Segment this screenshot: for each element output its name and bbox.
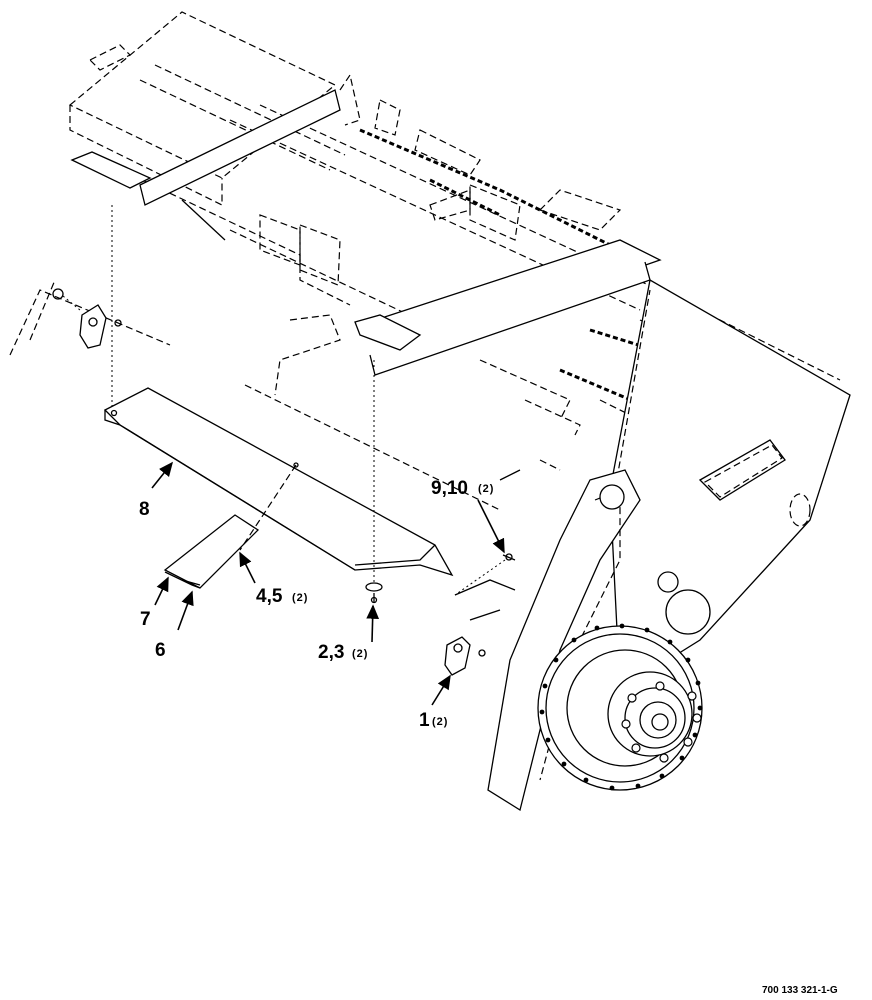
- wiring-dashed: [359, 128, 801, 427]
- deflector-plate: [163, 514, 260, 589]
- callout-8: 8: [139, 499, 150, 520]
- shield-plate: [103, 387, 454, 577]
- callout-7-number: 7: [140, 609, 151, 630]
- callout-4-5-number: 4,5: [256, 586, 283, 607]
- callout-4-5-quantity: (2): [292, 592, 308, 604]
- callout-9-10: 9,10 (2): [431, 478, 494, 499]
- callout-6: 6: [155, 640, 166, 661]
- callout-1: 1 (2): [419, 710, 448, 731]
- wheel-hub: [537, 623, 703, 791]
- callout-8-number: 8: [139, 499, 150, 520]
- callout-9-10-quantity: (2): [478, 483, 494, 495]
- callout-6-number: 6: [155, 640, 166, 661]
- left-clip: [52, 288, 122, 349]
- alignment-lines: [111, 205, 506, 596]
- frame-structure-solid: [70, 89, 662, 481]
- hardware: [293, 462, 516, 676]
- callout-arrows: [151, 461, 505, 706]
- callout-9-10-number: 9,10: [431, 478, 468, 499]
- callout-2-3-quantity: (2): [352, 648, 368, 660]
- callout-1-number: 1: [419, 710, 430, 731]
- callout-4-5: 4,5 (2): [256, 586, 308, 607]
- callout-1-quantity: (2): [432, 716, 448, 728]
- callout-7: 7: [140, 609, 151, 630]
- callout-2-3: 2,3 (2): [318, 642, 368, 663]
- callout-2-3-number: 2,3: [318, 642, 344, 663]
- gearbox-housing: [487, 278, 851, 812]
- figure-number: 700 133 321-1-G: [762, 985, 838, 996]
